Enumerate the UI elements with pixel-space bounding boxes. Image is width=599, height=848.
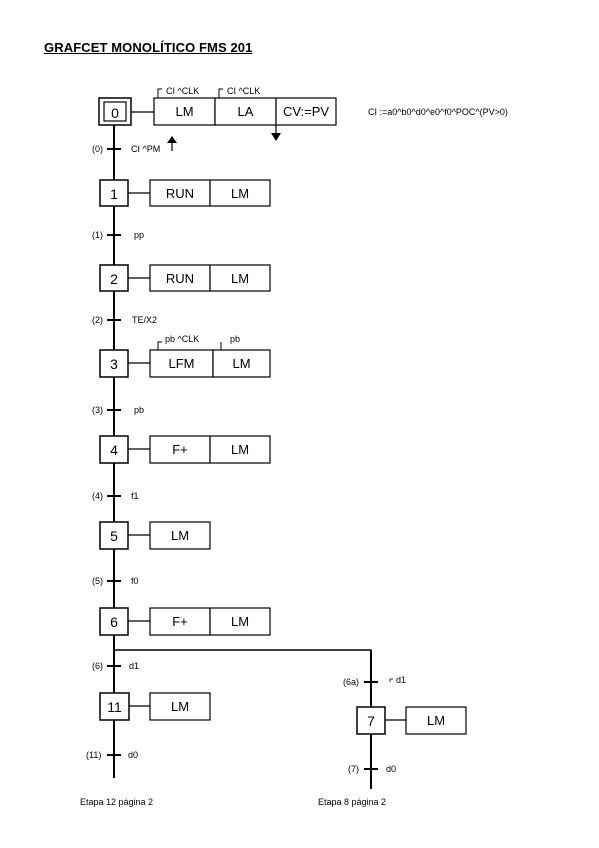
step-3: 3 [99,349,129,378]
action-lm: LM [427,713,445,728]
actions-step-6: F+ LM [149,607,271,636]
transition-id: (5) [92,576,103,586]
action-run: RUN [166,271,194,286]
action-run: RUN [166,186,194,201]
action-qualifier: CI ^CLK [227,86,260,96]
step-6-label: 6 [110,614,118,630]
action-connectors [128,111,406,721]
step-0-label: 0 [111,105,119,121]
transition-id: (0) [92,144,103,154]
flow-lines [113,125,372,789]
actions-step-0: LM LA CV:=PV CI ^CLK CI ^CLK [153,86,337,141]
actions-step-5: LM [149,521,211,550]
action-f-plus: F+ [172,614,188,629]
actions-step-3: LFM LM pb ^CLK pb [149,334,271,378]
link-label-left: Etapa 12 página 2 [80,797,153,807]
action-lm: LM [231,614,249,629]
transition-id: (6a) [343,677,359,687]
action-lm: LM [232,356,250,371]
step-5: 5 [99,521,129,550]
step-7: 7 [356,706,386,735]
action-lm: LM [175,104,193,119]
arrow-down-icon [271,133,281,141]
action-qualifier: pb [230,334,240,344]
step-4: 4 [99,435,129,464]
link-label-right: Etapa 8 página 2 [318,797,386,807]
transition-condition: d1 [129,661,139,671]
step-6: 6 [99,607,129,636]
transition-condition: f0 [131,576,139,586]
action-la: LA [238,104,254,119]
action-cv-assign: CV:=PV [283,104,329,119]
transition-id: (1) [92,230,103,240]
transition-id: (11) [86,750,101,760]
step-2: 2 [99,264,129,292]
action-lm: LM [171,699,189,714]
action-lm: LM [231,442,249,457]
step-7-label: 7 [367,713,375,729]
step-11: 11 [99,692,130,721]
action-lm: LM [231,271,249,286]
transition-condition: d0 [128,750,138,760]
transition-condition: d1 [396,675,406,685]
transition-id: (2) [92,315,103,325]
step-2-label: 2 [110,271,118,287]
action-lm: LM [231,186,249,201]
step-1-label: 1 [110,186,118,202]
transition-id: (3) [92,405,103,415]
action-lm: LM [171,528,189,543]
actions-step-1: RUN LM [149,179,271,207]
action-qualifier: pb ^CLK [165,334,199,344]
step-0: 0 [98,97,132,126]
transition-condition: d0 [386,764,396,774]
transition-id: (7) [348,764,359,774]
actions-step-2: RUN LM [149,264,271,292]
page-title: GRAFCET MONOLÍTICO FMS 201 [44,40,253,55]
transition-labels: (0) CI ^PM (1) pp (2) TE/X2 (3) pb (4) f… [86,136,406,774]
step-11-label: 11 [107,699,122,715]
actions-step-11: LM [149,692,211,721]
step-1: 1 [99,179,129,207]
transition-id: (6) [92,661,103,671]
action-f-plus: F+ [172,442,188,457]
transition-condition: pp [134,230,144,240]
transition-condition: f1 [131,491,139,501]
transition-bars [107,148,378,770]
or-divergence-line [114,649,372,652]
transition-condition: TE/X2 [132,315,157,325]
step-4-label: 4 [110,442,118,458]
transition-condition: pb [134,405,144,415]
step-3-label: 3 [110,356,118,372]
action-qualifier: CI ^CLK [166,86,199,96]
step-5-label: 5 [110,528,118,544]
action-lfm: LFM [169,356,195,371]
transition-condition: CI ^PM [131,144,160,154]
transition-id: (4) [92,491,103,501]
actions-step-7: LM [405,706,467,735]
actions-step-4: F+ LM [149,435,271,464]
ci-definition: CI :=a0^b0^d0^e0^f0^POC^(PV>0) [368,107,508,117]
arrow-up-icon [167,136,177,143]
